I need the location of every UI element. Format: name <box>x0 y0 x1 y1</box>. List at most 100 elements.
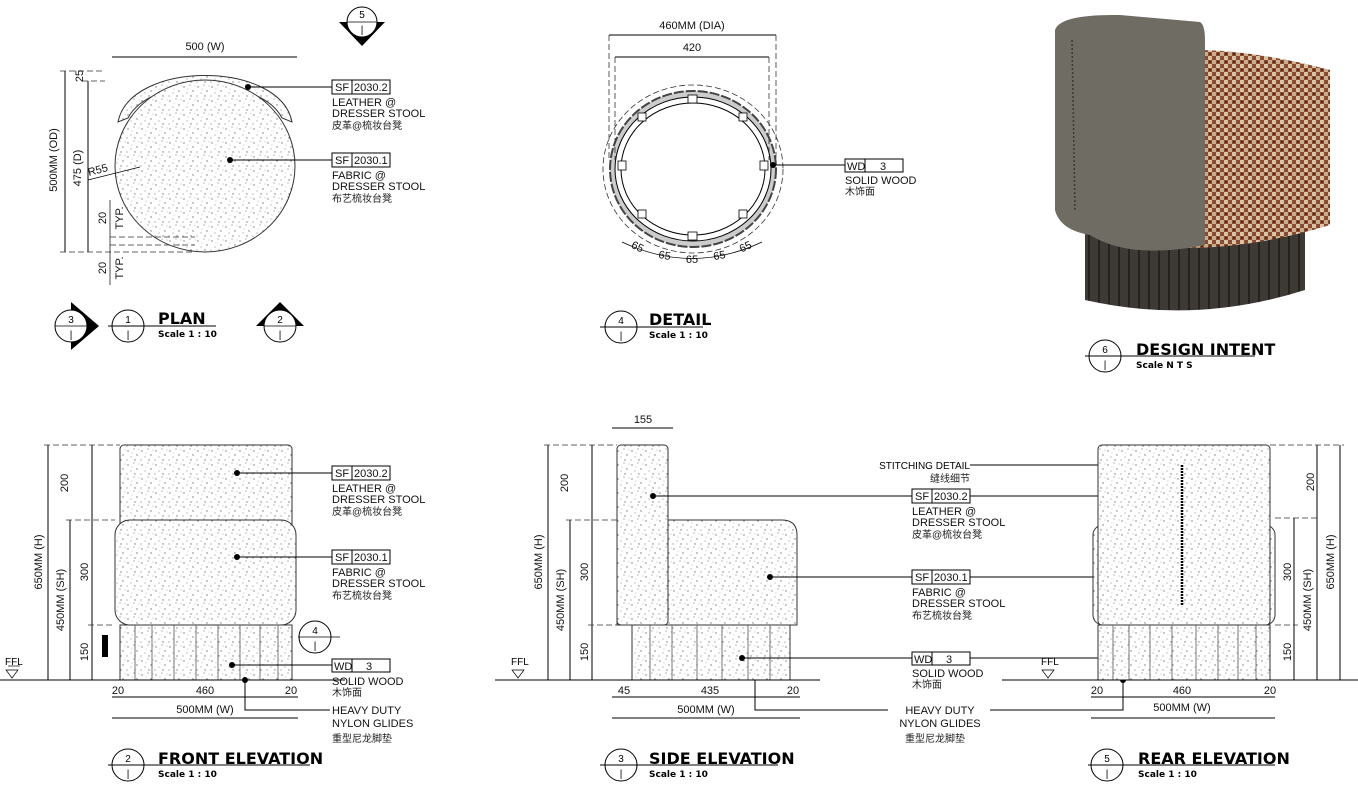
dim-radius: R55 <box>87 162 110 179</box>
tag-fabric[interactable]: SF 2030.1 <box>331 152 391 168</box>
dim-20: 20 <box>112 685 124 697</box>
section-marker-3[interactable]: 3 | <box>54 302 99 350</box>
dim-width: 500MM (W) <box>1153 702 1210 714</box>
tag-wood[interactable]: WD 3 <box>911 651 971 666</box>
view-scale: Scale 1 : 10 <box>158 770 217 780</box>
title-sheet: | <box>620 769 623 780</box>
marker-num: 5 <box>359 10 365 21</box>
tag-leather[interactable]: SF 2030.2 <box>911 488 971 504</box>
typ-bottom: TYP. <box>114 256 126 279</box>
tag-desc-cn: 皮革@梳妆台凳 <box>332 119 402 132</box>
tag-code: SF <box>335 155 349 167</box>
dim-435: 435 <box>701 685 719 697</box>
dim-45: 45 <box>618 685 630 697</box>
tag-desc-cn: 木饰面 <box>845 185 875 198</box>
tag-desc-cn: 布艺梳妆台凳 <box>332 589 392 602</box>
tag-desc: FABRIC @ <box>912 587 966 599</box>
view-title: REAR ELEVATION <box>1138 749 1290 768</box>
view-scale: Scale N T S <box>1136 361 1193 371</box>
dim-seg: 65 <box>686 254 698 266</box>
stitching-label: STITCHING DETAIL <box>879 461 970 472</box>
detail-view: 460MM (DIA) 420 65 65 65 65 65 WD 3 SOLI… <box>600 20 917 344</box>
tag-fabric[interactable]: SF 2030.1 <box>331 549 391 565</box>
tag-num: 2030.2 <box>354 468 388 480</box>
tag-desc: SOLID WOOD <box>912 668 984 680</box>
section-marker-5[interactable]: 5 | <box>339 6 385 46</box>
dim-width: 500 (W) <box>185 41 224 53</box>
dim-25: 25 <box>74 70 86 82</box>
tag-wood-detail[interactable]: WD 3 <box>844 158 904 173</box>
title-num: 4 <box>618 316 624 327</box>
tag-num: 2030.1 <box>354 552 388 564</box>
dim-155: 155 <box>634 414 652 426</box>
tag-desc: LEATHER @ <box>912 506 976 518</box>
dim-300: 300 <box>579 563 591 581</box>
dim-od: 500MM (OD) <box>48 128 60 192</box>
dim-150: 150 <box>579 643 591 661</box>
tag-code: SF <box>335 82 349 94</box>
marker-sheet: | <box>279 330 282 341</box>
tag-fabric[interactable]: SF 2030.1 <box>911 569 971 585</box>
tag-num: 2030.1 <box>934 572 968 584</box>
title-num: 5 <box>1104 754 1110 765</box>
tag-code: SF <box>915 572 929 584</box>
title-num: 3 <box>618 754 624 765</box>
view-title-detail: 4 | DETAIL Scale 1 : 10 <box>600 310 711 344</box>
tag-code: WD <box>847 161 865 173</box>
view-title: SIDE ELEVATION <box>649 749 795 768</box>
tag-leather[interactable]: SF 2030.2 <box>331 79 391 95</box>
dim-seat-height: 450MM (SH) <box>1302 569 1314 631</box>
title-sheet: | <box>127 769 130 780</box>
ffl-label: FFL <box>1041 657 1059 668</box>
dim-460: 460 <box>196 685 214 697</box>
side-elevation: FFL 650MM (H) 450MM (SH) 200 300 150 155… <box>495 414 1185 782</box>
tag-wood[interactable]: WD 3 <box>331 658 391 673</box>
view-title: PLAN <box>158 309 206 328</box>
view-title-front: 2 | FRONT ELEVATION Scale 1 : 10 <box>108 748 323 782</box>
tag-desc: DRESSER STOOL <box>332 578 425 590</box>
dim-20: 20 <box>787 685 799 697</box>
tag-desc-cn: 重型尼龙脚垫 <box>905 732 965 745</box>
front-elevation: FFL 650MM (H) 450MM (SH) 200 300 150 20 … <box>0 444 425 782</box>
ffl-label: FFL <box>511 657 529 668</box>
title-num: 1 <box>125 315 131 326</box>
tag-desc-cn: 皮革@梳妆台凳 <box>912 528 982 541</box>
design-intent-render: 6 | DESIGN INTENT Scale N T S <box>1055 14 1330 373</box>
tag-desc: DRESSER STOOL <box>332 494 425 506</box>
dim-seg: 65 <box>629 239 645 255</box>
tag-desc: HEAVY DUTY <box>332 705 402 717</box>
tag-code: SF <box>915 491 929 503</box>
view-title-side: 3 | SIDE ELEVATION Scale 1 : 10 <box>600 748 795 782</box>
stitching-label-cn: 缝线细节 <box>930 472 970 485</box>
dim-inner: 420 <box>683 42 701 54</box>
ffl-label: FFL <box>5 657 23 668</box>
dim-20: 20 <box>1264 685 1276 697</box>
tag-leather[interactable]: SF 2030.2 <box>331 465 391 481</box>
tag-num: 3 <box>880 161 886 173</box>
dim-depth: 475 (D) <box>72 150 84 187</box>
marker-num: 3 <box>68 315 74 326</box>
tag-desc: FABRIC @ <box>332 170 386 182</box>
plan-seat <box>114 79 296 253</box>
dim-300: 300 <box>1282 563 1294 581</box>
tag-desc-cn: 木饰面 <box>912 678 942 691</box>
dim-20: 20 <box>1091 685 1103 697</box>
tag-desc: DRESSER STOOL <box>912 517 1005 529</box>
view-scale: Scale 1 : 10 <box>1138 770 1197 780</box>
dim-width: 500MM (W) <box>176 704 233 716</box>
dim-height: 650MM (H) <box>1325 534 1337 589</box>
detail-callout-4[interactable]: 4 | <box>298 620 340 654</box>
dim-20-bottom: 20 <box>97 262 109 274</box>
title-sheet: | <box>127 330 130 341</box>
marker-num: 2 <box>277 315 283 326</box>
view-title: DESIGN INTENT <box>1136 340 1275 359</box>
view-title-design-intent: 6 | DESIGN INTENT Scale N T S <box>1085 339 1275 373</box>
dim-seg: 65 <box>712 249 726 263</box>
tag-desc: NYLON GLIDES <box>899 718 980 730</box>
tag-num: 3 <box>946 654 952 666</box>
dim-seg: 65 <box>657 249 671 263</box>
dim-20: 20 <box>285 685 297 697</box>
plan-view: 500 (W) 500MM (OD) 475 (D) 25 R55 20 TYP… <box>48 6 425 350</box>
section-marker-2[interactable]: 2 | <box>256 302 304 343</box>
